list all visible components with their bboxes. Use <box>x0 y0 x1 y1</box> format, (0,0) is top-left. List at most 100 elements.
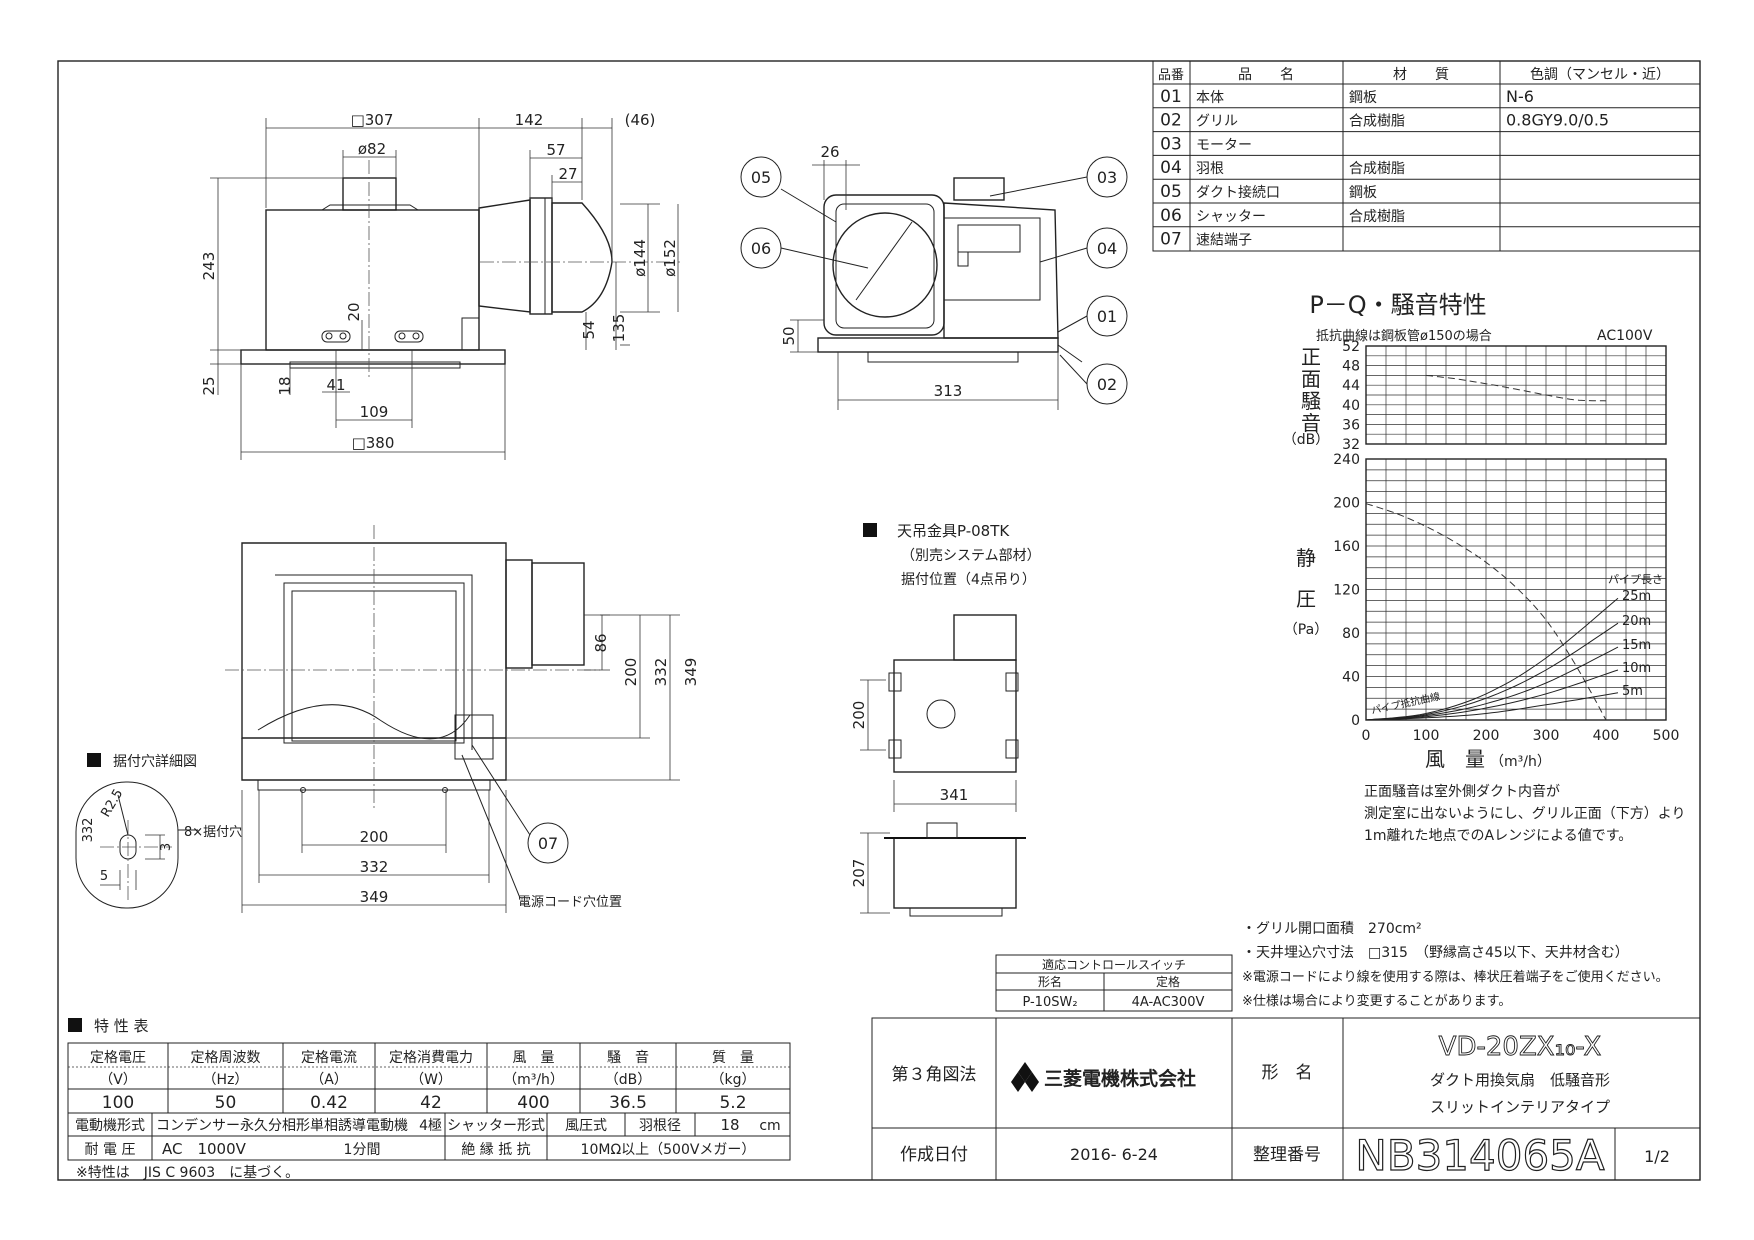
x-axis-unit: （m³/h） <box>1490 754 1551 770</box>
spec-note: ※特性は JIS C 9603 に基づく。 <box>76 1164 299 1181</box>
withstand-value: AC 1000V <box>162 1140 247 1158</box>
spec-value: 0.42 <box>310 1093 348 1113</box>
callout-03: 03 <box>1086 156 1128 198</box>
noise-axis-char-1: 正 <box>1301 345 1321 369</box>
svg-text:01: 01 <box>1097 307 1117 326</box>
pq-curve <box>1365 503 1607 721</box>
motor-poles: 4極 <box>419 1118 442 1134</box>
chart-note-top: 抵抗曲線は鋼板管ø150の場合 <box>1316 328 1492 344</box>
parts-cell: 鋼板 <box>1349 185 1377 201</box>
dim-27: 27 <box>558 165 577 183</box>
hole-detail-title: 据付穴詳細図 <box>113 754 197 770</box>
hole-dim-3: 3 <box>159 843 174 851</box>
pressure-axis-char-1: 静 <box>1296 546 1316 570</box>
callout-04: 04 <box>1086 227 1128 269</box>
dim-200-v: 200 <box>622 658 640 687</box>
parts-cell: N-6 <box>1506 87 1534 106</box>
spec-title: 特 性 表 <box>94 1017 149 1035</box>
pq-chart: P－Q・騒音特性 抵抗曲線は鋼板管ø150の場合 AC100V 正 面 騒 音 … <box>1283 291 1680 771</box>
dim-109: 109 <box>360 403 389 421</box>
parts-header-color: 色調（マンセル・近） <box>1530 66 1670 83</box>
pipe-curve-25m <box>1365 597 1619 721</box>
blade-value: 18 <box>720 1116 739 1134</box>
parts-cell: 合成樹脂 <box>1349 114 1405 130</box>
spec-unit: （V） <box>99 1072 137 1088</box>
spec-header: 定格消費電力 <box>389 1050 473 1066</box>
spec-header: 定格周波数 <box>191 1050 261 1066</box>
noise-curve <box>1425 374 1607 402</box>
bracket-view: 天吊金具P-08TK （別売システム部材） 据付位置（4点吊り） 200 341… <box>850 522 1041 917</box>
bracket-dim-207: 207 <box>850 859 868 888</box>
parts-cell: シャッター <box>1196 209 1266 225</box>
noise-axis-char-2: 面 <box>1301 367 1321 391</box>
parts-cell: 01 <box>1160 87 1182 107</box>
model-label: 形 名 <box>1262 1063 1313 1083</box>
x-tick-label: 0 <box>1362 728 1371 744</box>
company-name: 三菱電機株式会社 <box>1044 1067 1196 1090</box>
parts-cell: 04 <box>1160 158 1182 178</box>
pressure-axis-unit: （Pa） <box>1284 622 1328 638</box>
noise-tick-label: 44 <box>1342 378 1360 394</box>
creation-date: 2016- 6-24 <box>1070 1145 1158 1164</box>
dim-20: 20 <box>345 302 363 321</box>
motor-label: 電動機形式 <box>75 1118 145 1134</box>
parts-header-name: 品 名 <box>1238 67 1294 83</box>
pressure-tick-label: 0 <box>1351 713 1360 729</box>
chart-title: P－Q・騒音特性 <box>1309 291 1486 319</box>
parts-cell: 本体 <box>1196 90 1224 106</box>
parts-header-no: 品番 <box>1158 68 1184 83</box>
spec-value: 400 <box>517 1093 549 1113</box>
parts-cell: 速結端子 <box>1196 233 1252 249</box>
pressure-tick-label: 160 <box>1333 539 1360 555</box>
svg-text:04: 04 <box>1097 239 1117 258</box>
spec-value: 50 <box>215 1093 237 1113</box>
callout-06: 06 <box>740 227 782 269</box>
doc-number-label: 整理番号 <box>1253 1145 1321 1165</box>
x-tick-label: 200 <box>1473 728 1500 744</box>
general-note-3: ※電源コードにより線を使用する際は、棒状圧着端子をご使用ください。 <box>1242 969 1669 985</box>
pipe-label: 25m <box>1622 589 1651 604</box>
noise-tick-label: 48 <box>1342 359 1360 375</box>
svg-text:06: 06 <box>751 239 771 258</box>
dim-46: (46) <box>625 111 656 129</box>
parts-cell: 05 <box>1160 182 1182 202</box>
spec-header: 風 量 <box>513 1050 555 1066</box>
noise-axis-char-3: 騒 <box>1301 389 1321 413</box>
chart-note-line-2: 測定室に出ないようにし、グリル正面（下方）より <box>1364 805 1685 822</box>
x-tick-label: 400 <box>1593 728 1620 744</box>
bracket-title: 天吊金具P-08TK <box>897 522 1010 540</box>
pressure-axis-char-2: 圧 <box>1296 587 1316 611</box>
spec-value: 100 <box>102 1093 134 1113</box>
dim-50: 50 <box>780 326 798 345</box>
chart-series <box>1365 374 1619 721</box>
noise-axis-unit: （dB） <box>1283 432 1330 448</box>
dim-152: ø152 <box>661 239 679 277</box>
dim-18: 18 <box>276 376 294 395</box>
parts-cell: ダクト接続口 <box>1196 184 1280 201</box>
dim-349-v: 349 <box>682 658 700 687</box>
noise-panel-frame <box>1365 345 1667 445</box>
callout-05: 05 <box>740 156 782 198</box>
hole-dim-5: 5 <box>100 869 108 884</box>
pipe-length-label: パイプ長さ <box>1608 573 1663 586</box>
noise-tick-label: 36 <box>1342 417 1360 433</box>
dim-313: 313 <box>934 382 963 400</box>
chart-voltage: AC100V <box>1597 328 1653 344</box>
date-label: 作成日付 <box>900 1145 968 1165</box>
dim-86: 86 <box>592 633 610 652</box>
spec-unit: （m³/h） <box>503 1072 564 1088</box>
spec-header: 定格電圧 <box>90 1050 146 1066</box>
parts-cell: グリル <box>1196 114 1238 130</box>
dim-200-h: 200 <box>360 828 389 846</box>
pipe-label: 15m <box>1622 638 1651 653</box>
withstand-time: 1分間 <box>344 1142 381 1158</box>
bottom-view: 86 200 332 349 200 332 349 電源コード穴位置 <box>225 525 700 913</box>
callout-02: 02 <box>1086 363 1128 405</box>
parts-cell: 合成樹脂 <box>1349 209 1405 225</box>
switch-header-model: 形名 <box>1038 974 1062 989</box>
chart-notes: 正面騒音は室外側ダクト内音が 測定室に出ないようにし、グリル正面（下方）より 1… <box>1364 783 1685 844</box>
spec-header: 定格電流 <box>301 1050 357 1066</box>
dim-243: 243 <box>200 252 218 281</box>
